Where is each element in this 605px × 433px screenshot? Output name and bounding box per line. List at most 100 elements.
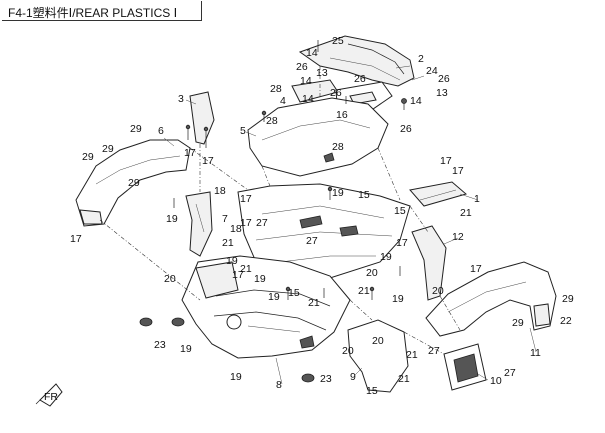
callout-19: 19 <box>180 343 192 355</box>
callout-27: 27 <box>504 367 516 379</box>
callout-23: 23 <box>154 339 166 351</box>
callout-16: 16 <box>336 109 348 121</box>
callout-26: 26 <box>438 73 450 85</box>
callout-18: 18 <box>214 185 226 197</box>
callout-28: 28 <box>266 115 278 127</box>
title-box: F4-1塑料件Ⅰ/REAR PLASTICS Ⅰ <box>2 1 202 21</box>
callout-4: 4 <box>280 95 286 107</box>
center-tray <box>237 183 411 279</box>
callout-17: 17 <box>70 233 82 245</box>
fr-label: FR <box>44 391 58 403</box>
callout-12: 12 <box>452 231 464 243</box>
callout-27: 27 <box>428 345 440 357</box>
callout-1: 1 <box>474 193 480 205</box>
part-2-rear-upper-cover <box>298 35 415 87</box>
callout-25: 25 <box>332 35 344 47</box>
callout-14: 14 <box>306 47 318 59</box>
callout-18: 18 <box>230 223 242 235</box>
callout-21: 21 <box>358 285 370 297</box>
callout-2: 2 <box>418 53 424 65</box>
callout-26: 26 <box>400 123 412 135</box>
callout-19: 19 <box>332 187 344 199</box>
callout-17: 17 <box>232 269 244 281</box>
callout-15: 15 <box>394 205 406 217</box>
callout-20: 20 <box>342 345 354 357</box>
callout-21: 21 <box>222 237 234 249</box>
callout-14: 14 <box>410 95 422 107</box>
callout-6: 6 <box>158 125 164 137</box>
callout-19: 19 <box>226 255 238 267</box>
part-1-right-panel <box>409 181 468 207</box>
callout-8: 8 <box>276 379 282 391</box>
callout-20: 20 <box>432 285 444 297</box>
callout-labels: 14 25 26 13 14 26 2 24 26 13 14 28 4 14 … <box>70 35 574 397</box>
screw-markers <box>173 40 407 300</box>
callout-29: 29 <box>102 143 114 155</box>
part-7-left-bracket <box>185 191 213 257</box>
callout-27: 27 <box>306 235 318 247</box>
callout-19: 19 <box>166 213 178 225</box>
callout-17: 17 <box>396 237 408 249</box>
callout-19: 19 <box>392 293 404 305</box>
part-5-rear-center-panel <box>247 97 389 177</box>
grommet-group <box>139 317 315 383</box>
callout-17: 17 <box>452 165 464 177</box>
callout-29: 29 <box>128 177 140 189</box>
callout-19: 19 <box>230 371 242 383</box>
callout-11: 11 <box>530 347 541 359</box>
callout-19: 19 <box>254 273 266 285</box>
page-title: F4-1塑料件Ⅰ/REAR PLASTICS Ⅰ <box>8 6 178 20</box>
part-8-rear-tail-panel <box>181 255 351 359</box>
callout-21: 21 <box>240 263 252 275</box>
callout-21: 21 <box>308 297 320 309</box>
callout-29: 29 <box>82 151 94 163</box>
callout-24: 24 <box>426 65 438 77</box>
callout-14: 14 <box>302 93 314 105</box>
part-11-right-rear-fender <box>425 261 557 337</box>
callout-20: 20 <box>164 273 176 285</box>
callout-26: 26 <box>354 73 366 85</box>
callout-29: 29 <box>512 317 524 329</box>
callout-10: 10 <box>490 375 502 387</box>
callout-19: 19 <box>268 291 280 303</box>
part-10-reflector <box>443 343 487 391</box>
callout-19: 19 <box>380 251 392 263</box>
callout-21: 21 <box>398 373 410 385</box>
callout-13: 13 <box>316 67 328 79</box>
callout-26: 26 <box>330 87 342 99</box>
callout-9: 9 <box>350 371 356 383</box>
callout-29: 29 <box>562 293 574 305</box>
callout-17: 17 <box>470 263 482 275</box>
callout-21: 21 <box>406 349 418 361</box>
fr-direction-marker: FR <box>35 383 63 407</box>
callout-5: 5 <box>240 125 246 137</box>
part-9-lower-panel <box>347 319 409 393</box>
callout-28: 28 <box>270 83 282 95</box>
callout-26: 26 <box>296 61 308 73</box>
part-3-bracket <box>189 91 215 145</box>
callout-21: 21 <box>460 207 472 219</box>
callout-3: 3 <box>178 93 184 105</box>
callout-20: 20 <box>372 335 384 347</box>
callout-17: 17 <box>240 217 252 229</box>
callout-17: 17 <box>184 147 196 159</box>
callout-15: 15 <box>358 189 370 201</box>
callout-15: 15 <box>366 385 378 397</box>
callout-22: 22 <box>560 315 572 327</box>
part-6-left-rear-fender <box>75 139 191 227</box>
callout-20: 20 <box>366 267 378 279</box>
callout-15: 15 <box>288 287 300 299</box>
callout-13: 13 <box>436 87 448 99</box>
callout-7: 7 <box>222 213 228 225</box>
leader-lines <box>163 65 537 385</box>
callout-17: 17 <box>202 155 214 167</box>
callout-14: 14 <box>300 75 312 87</box>
callout-29: 29 <box>130 123 142 135</box>
callout-27: 27 <box>256 217 268 229</box>
callout-23: 23 <box>320 373 332 385</box>
callout-17: 17 <box>240 193 252 205</box>
callout-28: 28 <box>332 141 344 153</box>
assembly-lines <box>99 66 461 355</box>
callout-17: 17 <box>440 155 452 167</box>
